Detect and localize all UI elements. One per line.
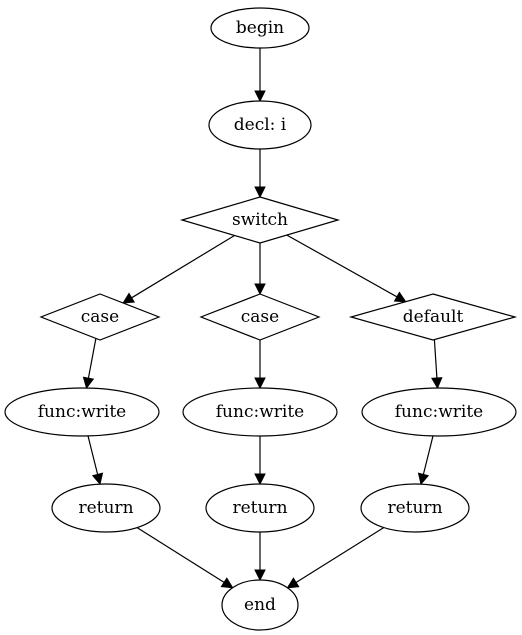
process-ellipse	[361, 387, 517, 437]
edge-line	[295, 527, 385, 584]
edge-case2-to-write2	[254, 340, 266, 390]
process-ellipse	[182, 387, 338, 437]
node-label: return	[387, 498, 442, 518]
edge-switch-to-case2	[254, 243, 266, 296]
node-decl: decl: i	[208, 100, 312, 150]
nodes-layer: begin decl: i switch case case default func:wr…	[4, 7, 518, 631]
decision-diamond	[199, 293, 321, 341]
node-write3: func:write	[361, 387, 517, 437]
arrowhead-icon	[431, 377, 443, 390]
edge-line	[87, 435, 99, 475]
node-label: default	[403, 307, 464, 327]
node-switch: switch	[179, 196, 341, 244]
node-return1: return	[51, 483, 161, 533]
node-write1: func:write	[4, 387, 160, 437]
node-default: default	[348, 293, 518, 341]
edge-line	[422, 435, 434, 475]
process-ellipse	[51, 483, 161, 533]
arrowhead-icon	[286, 577, 300, 589]
decision-diamond	[39, 293, 161, 341]
edge-line	[433, 339, 438, 379]
node-label: decl: i	[234, 115, 287, 135]
node-label: begin	[236, 18, 284, 38]
process-ellipse	[221, 579, 299, 631]
process-ellipse	[210, 7, 310, 49]
process-ellipse	[360, 483, 470, 533]
edge-switch-to-default	[286, 234, 407, 303]
node-label: case	[81, 307, 119, 327]
arrowhead-icon	[254, 283, 266, 296]
arrowhead-icon	[393, 291, 407, 303]
edge-begin-to-decl	[254, 48, 266, 103]
node-return3: return	[360, 483, 470, 533]
edges-layer	[82, 48, 443, 589]
edge-return3-to-end	[286, 527, 385, 589]
edge-case1-to-write1	[82, 338, 97, 390]
edge-write2-to-return2	[254, 436, 266, 486]
process-ellipse	[208, 100, 312, 150]
arrowhead-icon	[122, 292, 136, 304]
process-ellipse	[4, 387, 160, 437]
decision-diamond	[179, 196, 341, 244]
edge-write3-to-return3	[417, 435, 434, 486]
node-label: case	[241, 307, 279, 327]
edge-line	[87, 338, 97, 379]
node-case2: case	[199, 293, 321, 341]
edge-default-to-write3	[431, 339, 443, 390]
node-begin: begin	[210, 7, 310, 49]
arrowhead-icon	[91, 472, 104, 486]
edge-line	[286, 234, 398, 298]
edge-return1-to-end	[136, 527, 234, 589]
decision-diamond	[348, 293, 518, 341]
node-label: end	[244, 595, 276, 615]
arrowhead-icon	[82, 376, 95, 390]
node-write2: func:write	[182, 387, 338, 437]
node-return2: return	[205, 483, 315, 533]
arrowhead-icon	[254, 186, 266, 199]
edge-line	[131, 234, 235, 299]
node-label: func:write	[395, 402, 483, 422]
arrowhead-icon	[254, 377, 266, 390]
arrowhead-icon	[220, 577, 234, 589]
arrowhead-icon	[254, 90, 266, 103]
edge-decl-to-switch	[254, 149, 266, 199]
node-label: switch	[232, 210, 288, 230]
process-ellipse	[205, 483, 315, 533]
node-label: return	[232, 498, 287, 518]
edge-write1-to-return1	[87, 435, 104, 486]
edge-switch-to-case1	[122, 234, 235, 304]
node-label: func:write	[38, 402, 126, 422]
arrowhead-icon	[254, 569, 266, 582]
node-end: end	[221, 579, 299, 631]
node-case1: case	[39, 293, 161, 341]
edge-return2-to-end	[254, 532, 266, 582]
node-label: func:write	[216, 402, 304, 422]
arrowhead-icon	[254, 473, 266, 486]
node-label: return	[78, 498, 133, 518]
arrowhead-icon	[417, 472, 430, 486]
edge-line	[136, 527, 225, 583]
